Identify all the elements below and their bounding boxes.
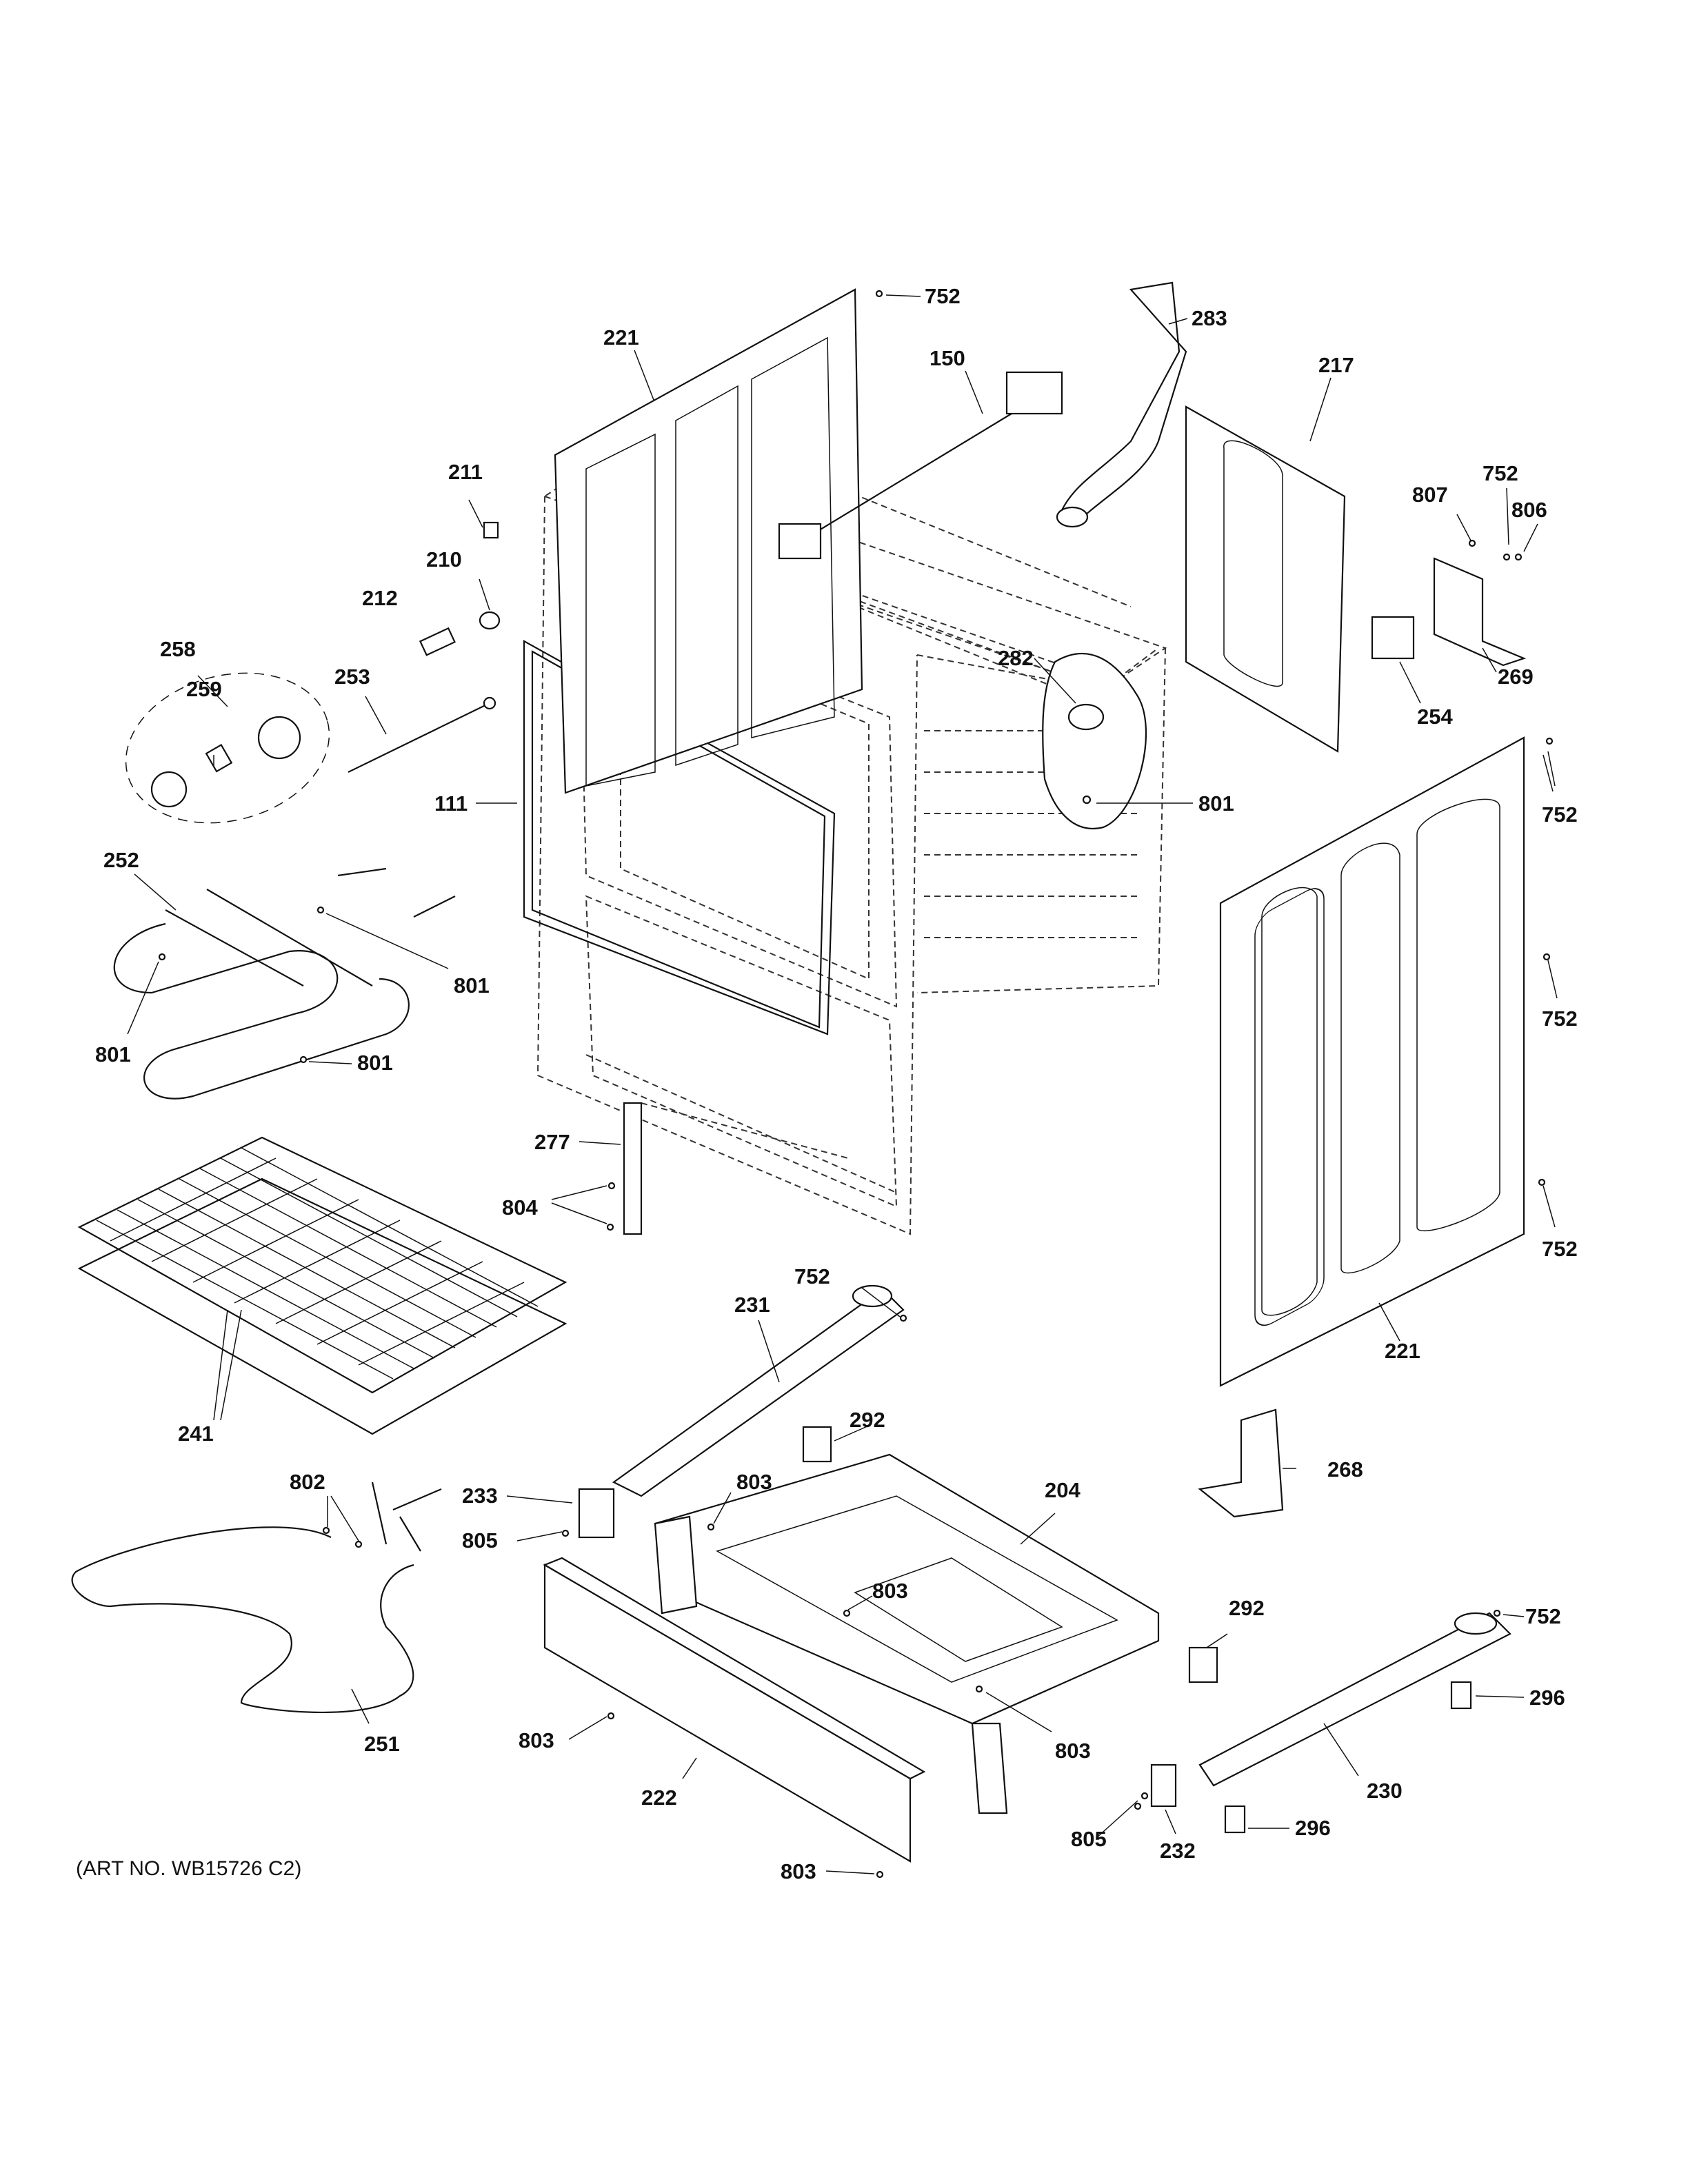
callout-210: 210 [426,547,462,572]
callout-805-left: 805 [462,1528,498,1553]
bracket-268 [1198,1408,1284,1518]
callout-804: 804 [502,1195,538,1220]
callout-269: 269 [1498,665,1534,689]
callout-277: 277 [534,1130,570,1154]
callout-801-broil-bottom: 801 [357,1051,393,1075]
callout-251: 251 [364,1732,400,1756]
broil-element-252 [113,867,456,1100]
bake-element-251 [71,1482,442,1714]
sensor-253 [348,696,496,773]
callout-212: 212 [362,586,398,610]
callout-752-right-low: 752 [1542,1237,1578,1261]
oven-racks-241 [77,1136,567,1435]
callout-232: 232 [1160,1839,1196,1863]
callout-803-drawer-center: 803 [872,1579,908,1603]
callout-803-drawer-right: 803 [1055,1739,1091,1763]
callout-111: 111 [434,791,468,816]
leveling-legs-296 [1224,1681,1472,1834]
callout-241: 241 [178,1422,214,1446]
screws [158,290,1554,1879]
callout-803-front-bottom: 803 [781,1859,816,1883]
callout-221-upper: 221 [603,325,639,350]
vent-duct-283 [1056,281,1187,528]
callout-805-right: 805 [1071,1827,1107,1851]
art-number: (ART NO. WB15726 C2) [76,1857,302,1880]
terminal-block-254 [1371,616,1415,660]
light-assembly-group-258 [125,672,330,824]
callout-752-top: 752 [925,284,961,308]
drawer-body-204 [654,1453,1160,1814]
callout-258: 258 [160,637,196,661]
back-panel-217 [1185,405,1346,753]
callout-282: 282 [998,646,1034,670]
callout-803-front-left: 803 [519,1728,554,1752]
small-parts-210-211-212 [419,521,501,656]
callout-801-broil-right: 801 [454,973,490,998]
bracket-233 [578,1488,615,1539]
callout-296-upper: 296 [1529,1686,1565,1710]
door-gasket-frame-111 [523,640,836,1035]
hinge-277 [623,1102,643,1235]
callout-292-left: 292 [850,1408,885,1432]
callout-806: 806 [1511,498,1547,522]
side-panel-right-221 [1219,736,1525,1387]
callout-254: 254 [1417,705,1453,729]
callout-labels: 752 221 283 150 217 211 807 752 806 210 … [95,284,1578,1883]
callout-230: 230 [1367,1779,1403,1803]
brackets-292-232 [802,1426,1218,1808]
callout-803-drawer-left: 803 [736,1470,772,1494]
callout-752-bracket: 752 [1483,461,1518,485]
callout-752-right-mid: 752 [1542,1007,1578,1031]
callout-222: 222 [641,1786,677,1810]
wire-harness-150 [778,371,1063,560]
callout-807: 807 [1412,483,1448,507]
callout-752-slide-right: 752 [1525,1604,1561,1628]
callout-752-right-top: 752 [1542,802,1578,827]
drawer-front-222 [543,1557,926,1863]
callout-292-right: 292 [1229,1596,1265,1620]
callout-233: 233 [462,1484,498,1508]
callout-296-lower: 296 [1295,1816,1331,1840]
callout-217: 217 [1318,353,1354,377]
callout-268: 268 [1327,1457,1363,1482]
callout-150: 150 [930,346,965,370]
bracket-269 [1433,557,1527,667]
callout-283: 283 [1192,306,1227,330]
callout-204: 204 [1045,1478,1081,1502]
callout-801-broil-left: 801 [95,1042,131,1066]
callout-259: 259 [186,677,222,701]
callout-211: 211 [448,460,483,484]
callout-252: 252 [103,848,139,872]
callout-801-igniter: 801 [1198,791,1234,816]
callout-231: 231 [734,1293,770,1317]
callout-221-right: 221 [1385,1339,1420,1363]
callout-253: 253 [334,665,370,689]
drawer-slide-230 [1198,1612,1511,1787]
callout-802: 802 [290,1470,325,1494]
leader-lines [127,294,1558,1874]
side-panel-upper-221 [554,288,863,794]
igniter-cover-282 [1042,653,1147,829]
callout-752-slide: 752 [794,1264,830,1288]
